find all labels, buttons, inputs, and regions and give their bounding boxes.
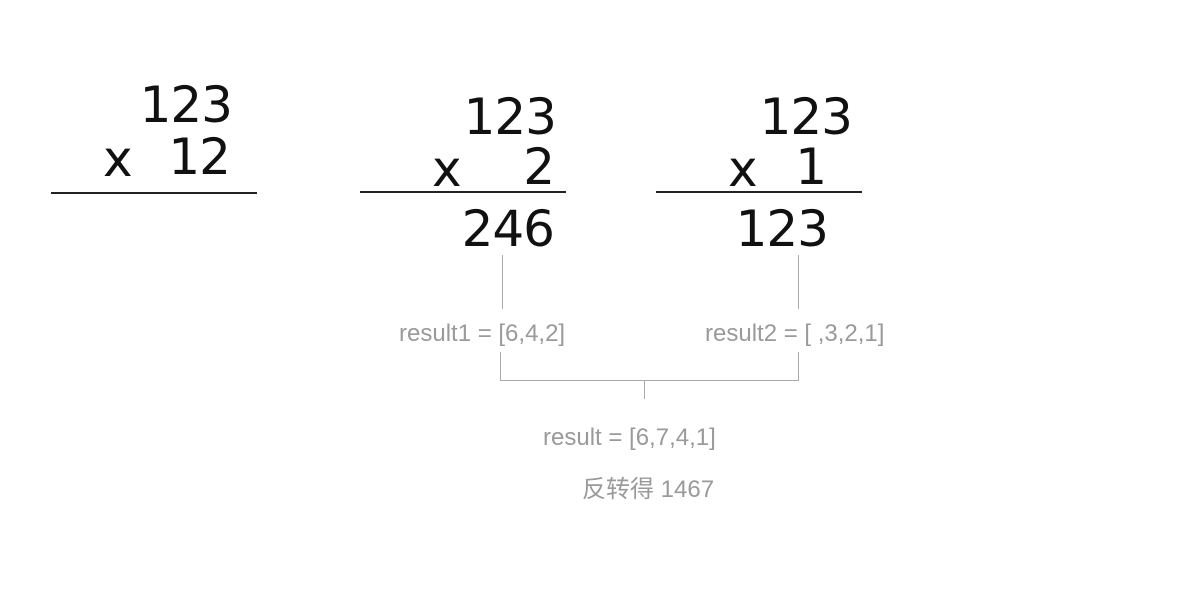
step2-underline [656,191,862,193]
step1-multiplicand: 123 [463,88,557,146]
bracket-left-arm [500,352,501,381]
step2-product: 123 [735,200,829,258]
step1-product: 246 [461,200,555,258]
full-multiplicand: 123 [139,76,233,134]
step1-operator: x [432,140,462,198]
reversed-note: 反转得 1467 [582,476,715,503]
full-underline [51,192,257,194]
result1-label: result1 = [6,4,2] [399,320,566,347]
step1-connector [502,255,503,309]
step1-underline [360,191,566,193]
full-multiplier: 12 [168,128,231,186]
bracket-base [500,380,799,381]
step2-operator: x [728,140,758,198]
step2-connector [798,255,799,309]
step2-multiplicand: 123 [759,88,853,146]
bracket-right-arm [798,352,799,381]
combined-result-label: result = [6,7,4,1] [543,424,716,451]
step1-multiplier: 2 [523,138,555,196]
bracket-stem [644,381,645,399]
step2-multiplier: 1 [795,138,827,196]
result2-label: result2 = [ ,3,2,1] [705,320,885,347]
full-operator: x [103,130,133,188]
